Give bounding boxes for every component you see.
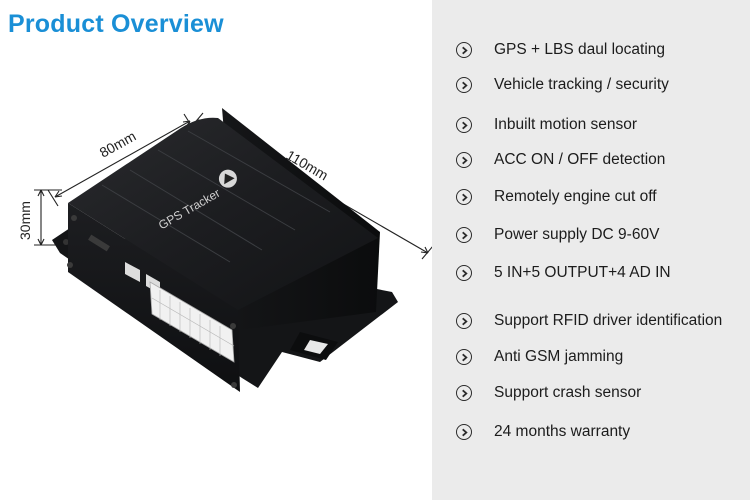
connector-block: [149, 281, 235, 363]
chevron-right-circle-icon: [456, 385, 472, 401]
feature-text: Remotely engine cut off: [494, 188, 657, 205]
product-image-area: Product Overview: [8, 10, 432, 392]
chevron-right-circle-icon: [456, 152, 472, 168]
list-item: Power supply DC 9-60V: [456, 223, 659, 247]
list-item: GPS + LBS daul locating: [456, 38, 665, 62]
list-item: Vehicle tracking / security: [456, 73, 669, 97]
feature-text: Support RFID driver identification: [494, 312, 723, 329]
list-item: Support crash sensor: [456, 381, 641, 405]
chevron-right-circle-icon: [456, 265, 472, 281]
feature-text: Power supply DC 9-60V: [494, 226, 660, 243]
feature-text: Inbuilt motion sensor: [494, 116, 638, 133]
chevron-right-circle-icon: [456, 227, 472, 243]
chevron-right-circle-icon: [456, 77, 472, 93]
list-item: 5 IN+5 OUTPUT+4 AD IN: [456, 261, 671, 285]
front-ports: [67, 215, 237, 388]
gps-tracker-device-image: 80mm 110mm 30mm: [17, 108, 432, 392]
dimension-width-label: 80mm: [97, 128, 139, 161]
list-item: Remotely engine cut off: [456, 185, 657, 209]
feature-text: 5 IN+5 OUTPUT+4 AD IN: [494, 264, 671, 281]
list-item: 24 months warranty: [456, 420, 630, 444]
feature-text: Vehicle tracking / security: [494, 76, 669, 93]
feature-text: Anti GSM jamming: [494, 348, 624, 365]
feature-text: Support crash sensor: [494, 384, 642, 401]
list-item: Anti GSM jamming: [456, 345, 623, 369]
dimension-height-label: 30mm: [17, 201, 33, 240]
feature-text: 24 months warranty: [494, 423, 631, 440]
dimension-line-30mm: [34, 189, 62, 246]
chevron-right-circle-icon: [456, 117, 472, 133]
list-item: Support RFID driver identification: [456, 309, 722, 333]
chevron-right-circle-icon: [456, 189, 472, 205]
list-item: Inbuilt motion sensor: [456, 113, 637, 137]
chevron-right-circle-icon: [456, 424, 472, 440]
device-top-face: [68, 117, 378, 310]
chevron-right-circle-icon: [456, 42, 472, 58]
feature-text: GPS + LBS daul locating: [494, 41, 666, 58]
page-title: Product Overview: [8, 10, 224, 38]
list-item: ACC ON / OFF detection: [456, 148, 665, 172]
features-panel: [432, 0, 750, 500]
chevron-right-circle-icon: [456, 313, 472, 329]
feature-text: ACC ON / OFF detection: [494, 151, 666, 168]
top-ridges: [101, 130, 331, 263]
chevron-right-circle-icon: [456, 349, 472, 365]
